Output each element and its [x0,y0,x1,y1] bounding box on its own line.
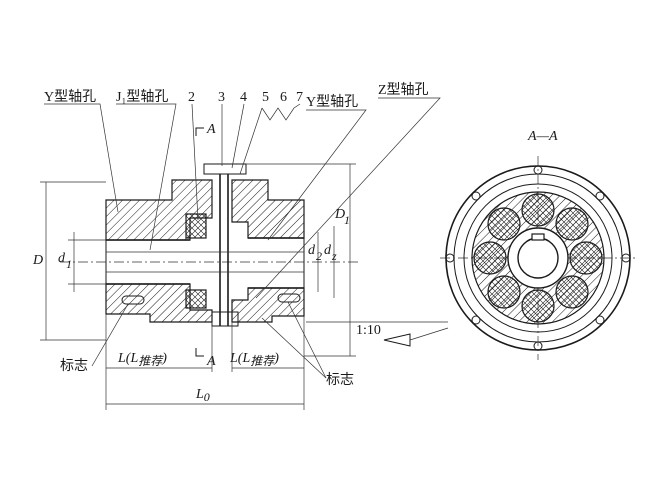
lobe-5 [521,289,555,323]
label-mark-left: 标志 [60,358,88,374]
sectional-elevation: A A Y型轴孔 J₁型轴孔 2 3 4 5 6 7 Y型轴孔 Z型轴孔 D d… [32,82,449,410]
leader-parts-5-7 [261,103,301,121]
right-hub-upper [231,179,305,239]
label-y-bore-right: Y型轴孔 [306,94,358,110]
bolt-hole-nw [471,191,481,201]
lobe-8 [487,207,521,241]
label-part-6: 6 [280,90,287,105]
bolt-hole-w [445,253,455,263]
bolt-hole-n [533,165,543,175]
taper-arrow [383,333,411,347]
elastic-element-lower [185,289,207,309]
lobe-3 [569,241,603,275]
leader-y-bore-right [267,109,367,241]
label-part-7: 7 [296,90,303,105]
dim-d2-label: d [308,243,316,258]
dim-dz-sub: z [331,249,337,263]
bolt-hole-sw [471,315,481,325]
leader-mark-right-a [287,301,327,379]
right-marker-slot [277,293,301,303]
bolt-hole-e [621,253,631,263]
section-cut-top [195,127,204,136]
taper-leader [409,327,449,341]
label-mark-right: 标志 [326,372,354,388]
bolt-nut [211,311,239,327]
lobe-4 [555,275,589,309]
left-marker-slot [121,295,145,305]
leader-j1-bore [116,103,177,251]
dim-d1-sub: 1 [66,257,72,271]
label-y-bore-left: Y型轴孔 [44,89,96,105]
bolt-hole-se [595,315,605,325]
section-cut-bottom [195,348,204,357]
label-part-4: 4 [240,90,247,105]
label-j1-bore: J₁型轴孔 [116,89,168,105]
leader-y-bore-left [44,103,119,213]
label-section-view: A—A [527,129,558,144]
leader-part-4 [231,103,245,169]
section-view-AA: A—A [440,129,636,360]
lobe-2 [555,207,589,241]
leader-mark-right-b [261,317,327,379]
bolt-circle [463,183,613,333]
label-z-bore: Z型轴孔 [378,82,429,98]
leader-part-2 [191,103,199,221]
dim-L0-label: L0 [195,387,210,404]
lobe-7 [473,241,507,275]
right-hub-lower [231,287,305,323]
section-mark-bottom: A [206,354,216,369]
lobe-6 [487,275,521,309]
bolt-hole-ne [595,191,605,201]
dim-d2-sub: 2 [316,249,322,263]
dim-L-right-label: L(L推荐) [229,351,279,368]
elastic-element-upper [185,213,207,239]
dim-D1-label: D [334,207,345,222]
keyway [531,233,545,241]
bore-circle [517,237,559,279]
label-taper: 1:10 [356,323,381,338]
dim-d1-label: d [58,251,66,266]
dim-D-label: D [32,253,43,268]
leader-part-5 [239,107,263,175]
label-part-5: 5 [262,90,269,105]
label-part-2: 2 [188,90,195,105]
bolt-hole-s [533,341,543,351]
dim-L-left-label: L(L推荐) [117,351,167,368]
label-part-3: 3 [218,90,225,105]
section-mark-top: A [206,122,216,137]
bolt-head [203,163,247,175]
dim-dz-label: d [324,243,332,258]
lobe-1 [521,193,555,227]
dim-D1-sub: 1 [344,213,350,227]
leader-z-bore [255,97,441,299]
leader-mark-left [91,303,129,367]
